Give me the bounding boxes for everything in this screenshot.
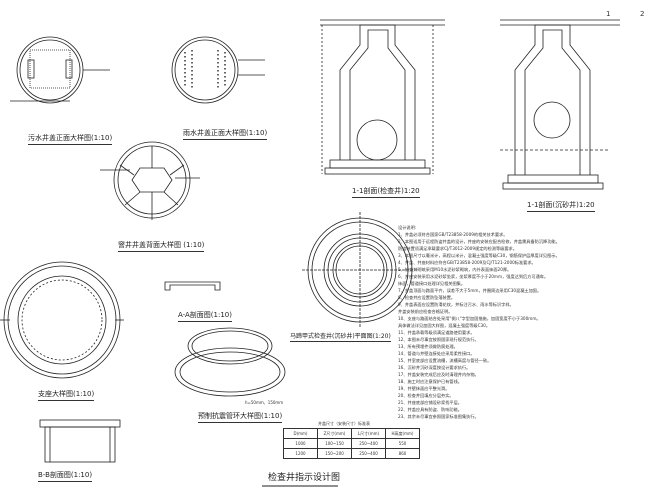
note-line: 4、井盖、井座材料应符合GB/T23858-2009及CJ/T121-2000标… bbox=[398, 260, 536, 265]
table-header: H高度(mm) bbox=[385, 428, 420, 439]
table-header: L尺寸(mm) bbox=[351, 428, 386, 439]
cover-back-drawing bbox=[100, 141, 200, 220]
section-bb-drawing bbox=[39, 419, 121, 463]
note-line: 抹面，管道接口处理详见相关图集。 bbox=[398, 281, 466, 286]
plan-drawing bbox=[302, 212, 418, 328]
table-row: 1200 150~200 250~400 860 bbox=[283, 448, 420, 459]
note-line: 9、井盖表面应设置防滑花纹，并标注污水、雨水等标识字样。 bbox=[398, 302, 514, 307]
section-2-drawing bbox=[500, 19, 620, 190]
sewage-cover-title: 污水井盖正面大样图(1:10) bbox=[28, 133, 113, 145]
note-line: 14、管道与井壁连接处应采用柔性接口。 bbox=[398, 351, 475, 356]
note-line: 15、井室底部应设置流槽，流槽高度与管径一致。 bbox=[398, 358, 492, 363]
table-cell: 1200 bbox=[283, 448, 318, 459]
section-aa-title: A-A剖面图(1:10) bbox=[178, 310, 232, 322]
note-line: 16、沉砂井沉砂深度按设计要求执行。 bbox=[398, 365, 471, 370]
table-header: D(mm) bbox=[283, 428, 318, 439]
drawing-main-title: 检查井指示设计图 bbox=[268, 473, 341, 483]
design-notes: 设计说明: 1、井盖必须符合国家GB/T23858-2009的相关技术要求。 2… bbox=[398, 224, 660, 420]
table-caption: 井盖尺寸（安装尺寸）标准表 bbox=[318, 421, 370, 426]
cover-back-title: 窨井井盖背面大样图 (1:10) bbox=[118, 240, 205, 252]
rain-cover-title: 雨水井盖正面大样图(1:10) bbox=[183, 128, 268, 140]
table-row: 1000 100~150 250~400 550 bbox=[283, 438, 420, 449]
note-line: 6、井座安装采用水泥砂浆坐浆，坐浆厚度不小于20mm，强度达到后方可通车。 bbox=[398, 274, 549, 279]
note-line: 防盗装置须满足承载要求CJ/T3012-2009规定的检测等级要求。 bbox=[398, 246, 517, 251]
section-bb-title: B-B剖面图(1:10) bbox=[38, 470, 93, 482]
note-line: 10、支座与路面结合处采用"倒八"字型加固措施，加固宽度不小于300mm。 bbox=[398, 316, 541, 321]
note-line: 17、井盖安装完成后应及时清理井内杂物。 bbox=[398, 372, 479, 377]
note-line: 井盖安装前应检查合格证明。 bbox=[398, 309, 453, 314]
note-line: 1、井盖必须符合国家GB/T23858-2009的相关技术要求。 bbox=[398, 232, 508, 237]
bearing-drawing bbox=[0, 261, 124, 379]
table-header: Z尺寸(mm) bbox=[317, 428, 352, 439]
plan-title: 马蹄甲式检查井(沉砂井)平面图(1:20) bbox=[290, 333, 391, 342]
ring-note: h=50mm、150mm bbox=[245, 400, 284, 405]
note-line: 7、井盖顶面与路面平齐，误差不大于5mm，井圈周边采用C30混凝土加固。 bbox=[398, 288, 542, 293]
note-line: 11、井盖承载等级须满足道路使用要求。 bbox=[398, 330, 475, 335]
ring-drawing bbox=[174, 327, 286, 397]
note-line: 20、检查井回填应分层夯实。 bbox=[398, 393, 454, 398]
section-2-title: 1-1剖面(沉砂井)1:20 bbox=[527, 200, 595, 212]
sewage-cover-drawing bbox=[10, 36, 110, 104]
table-cell: 150~200 bbox=[317, 448, 352, 459]
note-line: 19、井壁抹面应平整光滑。 bbox=[398, 386, 450, 391]
rain-cover-drawing bbox=[171, 36, 265, 104]
table-cell: 550 bbox=[385, 438, 420, 449]
section-aa-drawing bbox=[164, 281, 221, 291]
note-line: 8、检查井应设置防坠落装置。 bbox=[398, 295, 456, 300]
notes-heading: 设计说明: bbox=[398, 225, 417, 230]
note-line: 12、本图未尽事宜按照国家现行规范执行。 bbox=[398, 337, 479, 342]
note-line: 13、所有预埋件须做防腐处理。 bbox=[398, 344, 458, 349]
page-number-1: 1 bbox=[606, 10, 611, 18]
section-1-title: 1-1剖面(检查井)1:20 bbox=[352, 186, 420, 198]
size-table: D(mm) Z尺寸(mm) L尺寸(mm) H高度(mm) 1000 100~1… bbox=[283, 428, 420, 459]
note-line: 具体做法详见加固大样图，混凝土强度等级C30。 bbox=[398, 323, 491, 328]
section-1-drawing bbox=[320, 19, 445, 175]
note-line: 3、本图尺寸以毫米计，高程以米计，混凝土强度等级C30，钢筋保护层厚度详见图示。 bbox=[398, 253, 560, 258]
ring-title: 预制抗震管环大样图(1:10) bbox=[198, 411, 283, 423]
table-cell: 250~400 bbox=[351, 448, 386, 459]
table-cell: 860 bbox=[385, 448, 420, 459]
page-number-2: 2 bbox=[640, 10, 645, 18]
bearing-title: 支座大样图(1:10) bbox=[38, 389, 95, 401]
note-line: 21、井座底部应铺设砂浆找平层。 bbox=[398, 400, 462, 405]
note-line: 18、施工时应注意保护已有管线。 bbox=[398, 379, 462, 384]
note-line: 22、井盖应具有防盗、防响功能。 bbox=[398, 407, 462, 412]
note-line: 5、检查井砌筑采用M10水泥砂浆砌筑，内外表面抹面20厚。 bbox=[398, 267, 512, 272]
table-header-row: D(mm) Z尺寸(mm) L尺寸(mm) H高度(mm) bbox=[283, 428, 420, 439]
table-cell: 100~150 bbox=[317, 438, 352, 449]
note-line: 23、其余未尽事宜参照国家标准图集执行。 bbox=[398, 414, 479, 419]
note-line: 2、本图适用于远程防盗井盖的设计，井座的安装应配合检修，井盖需具备防沉降功能。 bbox=[398, 239, 560, 244]
table-cell: 250~400 bbox=[351, 438, 386, 449]
table-cell: 1000 bbox=[283, 438, 318, 449]
